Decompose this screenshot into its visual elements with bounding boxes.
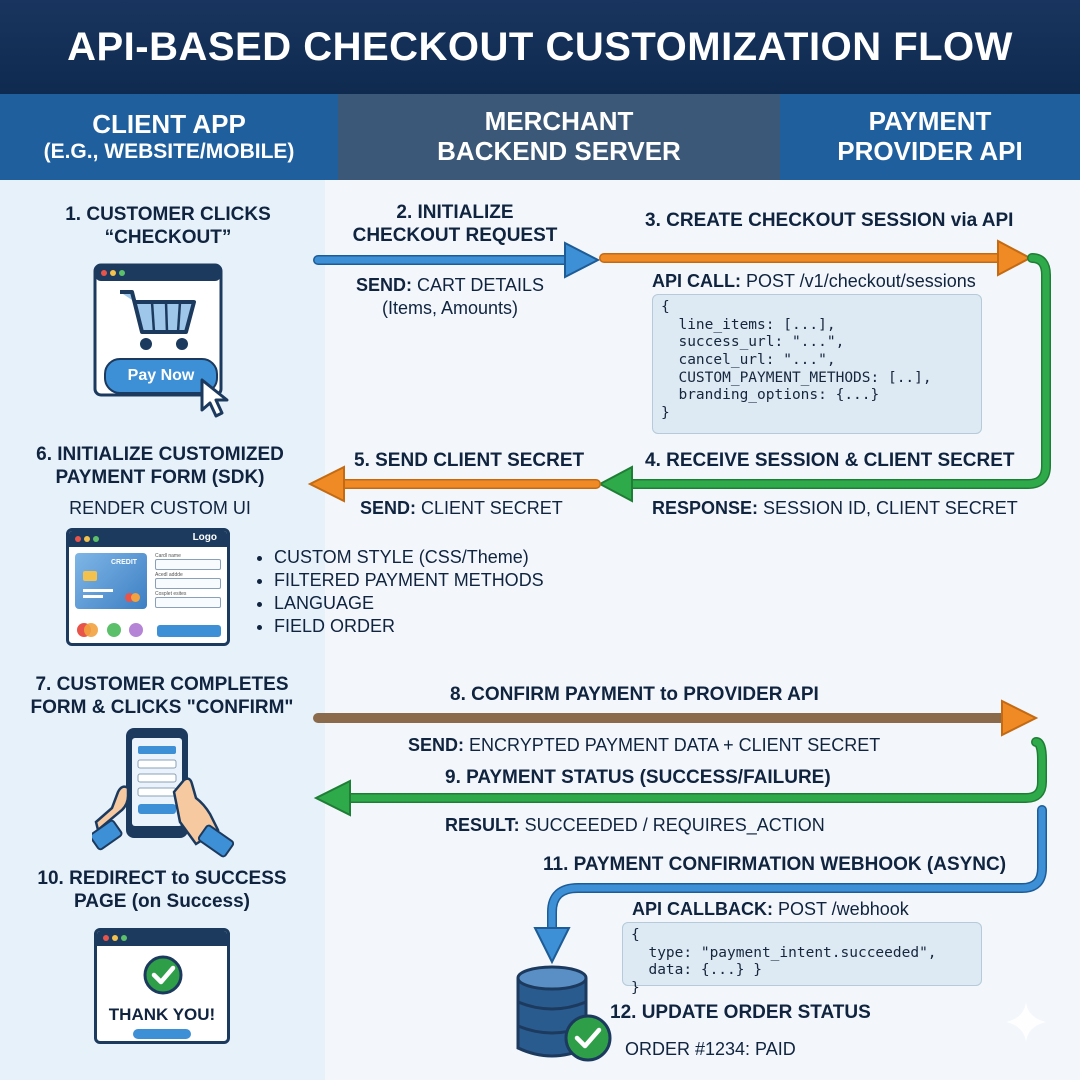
step-9-result: RESULT: SUCCEEDED / REQUIRES_ACTION xyxy=(445,814,865,837)
step-4-label: 4. RECEIVE SESSION & CLIENT SECRET xyxy=(645,450,1015,471)
success-window-titlebar xyxy=(97,931,227,946)
arrow-step-3 xyxy=(599,239,1033,277)
form-window-titlebar: Logo xyxy=(69,531,227,547)
form-field-input-3[interactable] xyxy=(155,597,221,608)
step-2-send-extra: (Items, Amounts) xyxy=(381,297,519,318)
form-submit-button[interactable] xyxy=(157,625,221,637)
payment-method-icons xyxy=(77,623,157,639)
customization-features-list: CUSTOM STYLE (CSS/Theme) FILTERED PAYMEN… xyxy=(252,546,594,638)
step-5-send-key: SEND: xyxy=(360,498,417,518)
form-field-label-2: Acedl addde xyxy=(155,572,183,578)
feature-item: LANGUAGE xyxy=(274,592,594,615)
step-9-label: 9. PAYMENT STATUS (SUCCESS/FAILURE) xyxy=(445,767,831,788)
mouse-pointer-icon xyxy=(200,378,229,418)
form-field-label-1: Cardl name xyxy=(155,553,181,559)
lane-subtitle-client: (E.G., WEBSITE/MOBILE) xyxy=(43,139,295,163)
pay-now-button[interactable]: Pay Now xyxy=(104,358,218,394)
arrow-step-8 xyxy=(313,699,1039,737)
thank-you-text: THANK YOU! xyxy=(108,1005,216,1024)
step-6-label: 6. INITIALIZE CUSTOMIZED PAYMENT FORM (S… xyxy=(36,444,284,488)
form-logo-text: Logo xyxy=(192,532,217,543)
page-title: API-BASED CHECKOUT CUSTOMIZATION FLOW xyxy=(67,24,1013,69)
step-7-label: 7. CUSTOMER COMPLETES FORM & CLICKS "CON… xyxy=(30,674,294,718)
feature-item: FIELD ORDER xyxy=(274,615,594,638)
step-4-resp-value: SESSION ID, CLIENT SECRET xyxy=(758,498,1018,518)
feature-item: CUSTOM STYLE (CSS/Theme) xyxy=(274,546,594,569)
step-3-call-value: POST /v1/checkout/sessions xyxy=(741,271,976,291)
step-2-label: 2. INITIALIZE CHECKOUT REQUEST xyxy=(352,202,558,246)
step-3-code-text: { line_items: [...], success_url: "...",… xyxy=(661,299,932,422)
title-bar: API-BASED CHECKOUT CUSTOMIZATION FLOW xyxy=(0,0,1080,94)
lane-header-provider: PAYMENT PROVIDER API xyxy=(780,94,1080,180)
step-8-send-value: ENCRYPTED PAYMENT DATA + CLIENT SECRET xyxy=(464,735,881,755)
form-field-label-3: Cosplet esites xyxy=(155,591,187,597)
form-field-input-1[interactable] xyxy=(155,559,221,570)
step-12-order-status: ORDER #1234: PAID xyxy=(625,1039,796,1059)
step-11-webhook-code: { type: "payment_intent.succeeded", data… xyxy=(622,922,982,996)
step-9-result-key: RESULT: xyxy=(445,815,520,835)
step-11-cb-key: API CALLBACK: xyxy=(632,899,773,919)
arrow-step-4 xyxy=(597,253,1051,503)
step-3-api-call: API CALL: POST /v1/checkout/sessions xyxy=(652,270,1072,293)
step-12-label: 12. UPDATE ORDER STATUS xyxy=(610,1002,871,1023)
step-5-label: 5. SEND CLIENT SECRET xyxy=(354,450,585,471)
feature-item: FILTERED PAYMENT METHODS xyxy=(274,569,594,592)
step-8-label: 8. CONFIRM PAYMENT to PROVIDER API xyxy=(450,684,819,705)
success-page-window: THANK YOU! xyxy=(94,928,230,1044)
step-5-payload: SEND: CLIENT SECRET xyxy=(360,497,620,520)
form-field-input-2[interactable] xyxy=(155,578,221,589)
form-fields: Cardl name Acedl addde Cosplet esites xyxy=(155,553,221,608)
step-11-callback: API CALLBACK: POST /webhook xyxy=(632,898,1032,921)
step-11-code-text: { type: "payment_intent.succeeded", data… xyxy=(631,927,937,997)
step-11-label: 11. PAYMENT CONFIRMATION WEBHOOK (ASYNC) xyxy=(543,854,1007,875)
step-8-payload: SEND: ENCRYPTED PAYMENT DATA + CLIENT SE… xyxy=(408,734,928,757)
sparkle-icon xyxy=(1006,1002,1046,1042)
arrow-step-5 xyxy=(307,465,601,503)
credit-card-text: CREDIT xyxy=(111,559,138,566)
step-4-response: RESPONSE: SESSION ID, CLIENT SECRET xyxy=(652,497,1072,520)
step-11-cb-value: POST /webhook xyxy=(773,899,909,919)
shopping-cart-icon xyxy=(120,290,196,350)
arrow-step-9 xyxy=(313,737,1047,817)
phone-hands-icon xyxy=(92,728,235,858)
step-3-request-code: { line_items: [...], success_url: "...",… xyxy=(652,294,982,434)
step-5-send-value: CLIENT SECRET xyxy=(416,498,563,518)
lane-header-client: CLIENT APP (E.G., WEBSITE/MOBILE) xyxy=(0,94,338,180)
database-check-icon xyxy=(564,1014,612,1062)
checkmark-icon xyxy=(143,955,183,995)
step-8-send-key: SEND: xyxy=(408,735,465,755)
arrow-step-2 xyxy=(313,241,601,279)
step-3-label: 3. CREATE CHECKOUT SESSION via API xyxy=(645,210,1014,231)
lane-title-merchant: MERCHANT xyxy=(484,106,634,137)
database-icon xyxy=(516,965,612,1062)
step-9-result-value: SUCCEEDED / REQUIRES_ACTION xyxy=(519,815,825,835)
success-continue-button[interactable] xyxy=(133,1029,191,1039)
custom-payment-form-window: Logo CREDIT Cardl name Acedl addde Cospl… xyxy=(66,528,230,646)
step-10-label: 10. REDIRECT to SUCCESS PAGE (on Success… xyxy=(37,868,287,912)
credit-card-icon: CREDIT xyxy=(75,553,147,609)
step-2-send-value: CART DETAILS xyxy=(411,275,545,295)
lane-title-provider: PAYMENT xyxy=(868,106,992,137)
lane-subtitle-provider: PROVIDER API xyxy=(837,136,1023,166)
arrow-step-11 xyxy=(533,805,1047,965)
lane-title-client: CLIENT APP xyxy=(92,108,246,139)
step-2-payload: SEND: CART DETAILS (Items, Amounts) xyxy=(330,274,570,319)
lane-header-merchant: MERCHANT BACKEND SERVER xyxy=(338,94,780,180)
step-6-sub: RENDER CUSTOM UI xyxy=(69,498,251,518)
step-3-call-key: API CALL: xyxy=(652,271,741,291)
step-1-label: 1. CUSTOMER CLICKS “CHECKOUT” xyxy=(65,204,271,248)
step-4-resp-key: RESPONSE: xyxy=(652,498,759,518)
lane-subtitle-merchant: BACKEND SERVER xyxy=(437,136,681,166)
step-2-send-key: SEND: xyxy=(355,275,412,295)
